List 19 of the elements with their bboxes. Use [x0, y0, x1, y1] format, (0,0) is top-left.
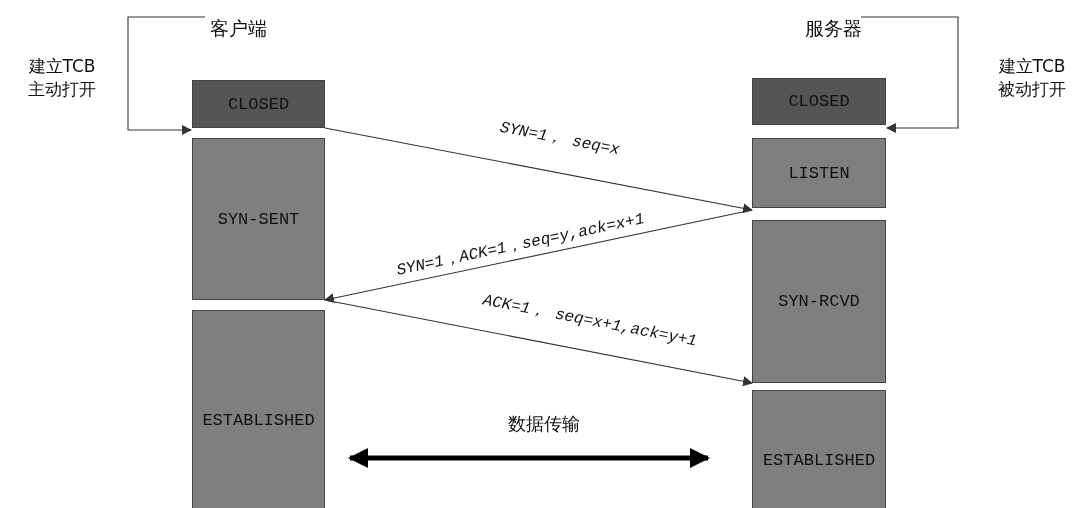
arrow: [127, 16, 206, 135]
column-heading: 服务器: [805, 16, 862, 42]
edge-label: 建立TCB 主动打开: [27, 55, 97, 101]
edge-label: 数据传输: [508, 412, 580, 436]
arrow: [324, 299, 753, 387]
arrow: [324, 209, 753, 304]
state-box: LISTEN: [752, 138, 886, 208]
column-heading: 客户端: [210, 16, 267, 42]
edge-label: SYN=1， seq=x: [498, 117, 622, 160]
state-box: SYN-SENT: [192, 138, 325, 300]
edge-label: 建立TCB 被动打开: [997, 55, 1067, 101]
state-box: CLOSED: [752, 78, 886, 125]
state-box: ESTABLISHED: [192, 310, 325, 508]
state-box: CLOSED: [192, 80, 325, 128]
state-box: SYN-RCVD: [752, 220, 886, 383]
arrow: [324, 127, 753, 214]
double-arrow: [348, 448, 710, 468]
state-box: ESTABLISHED: [752, 390, 886, 508]
arrow: [860, 16, 959, 133]
